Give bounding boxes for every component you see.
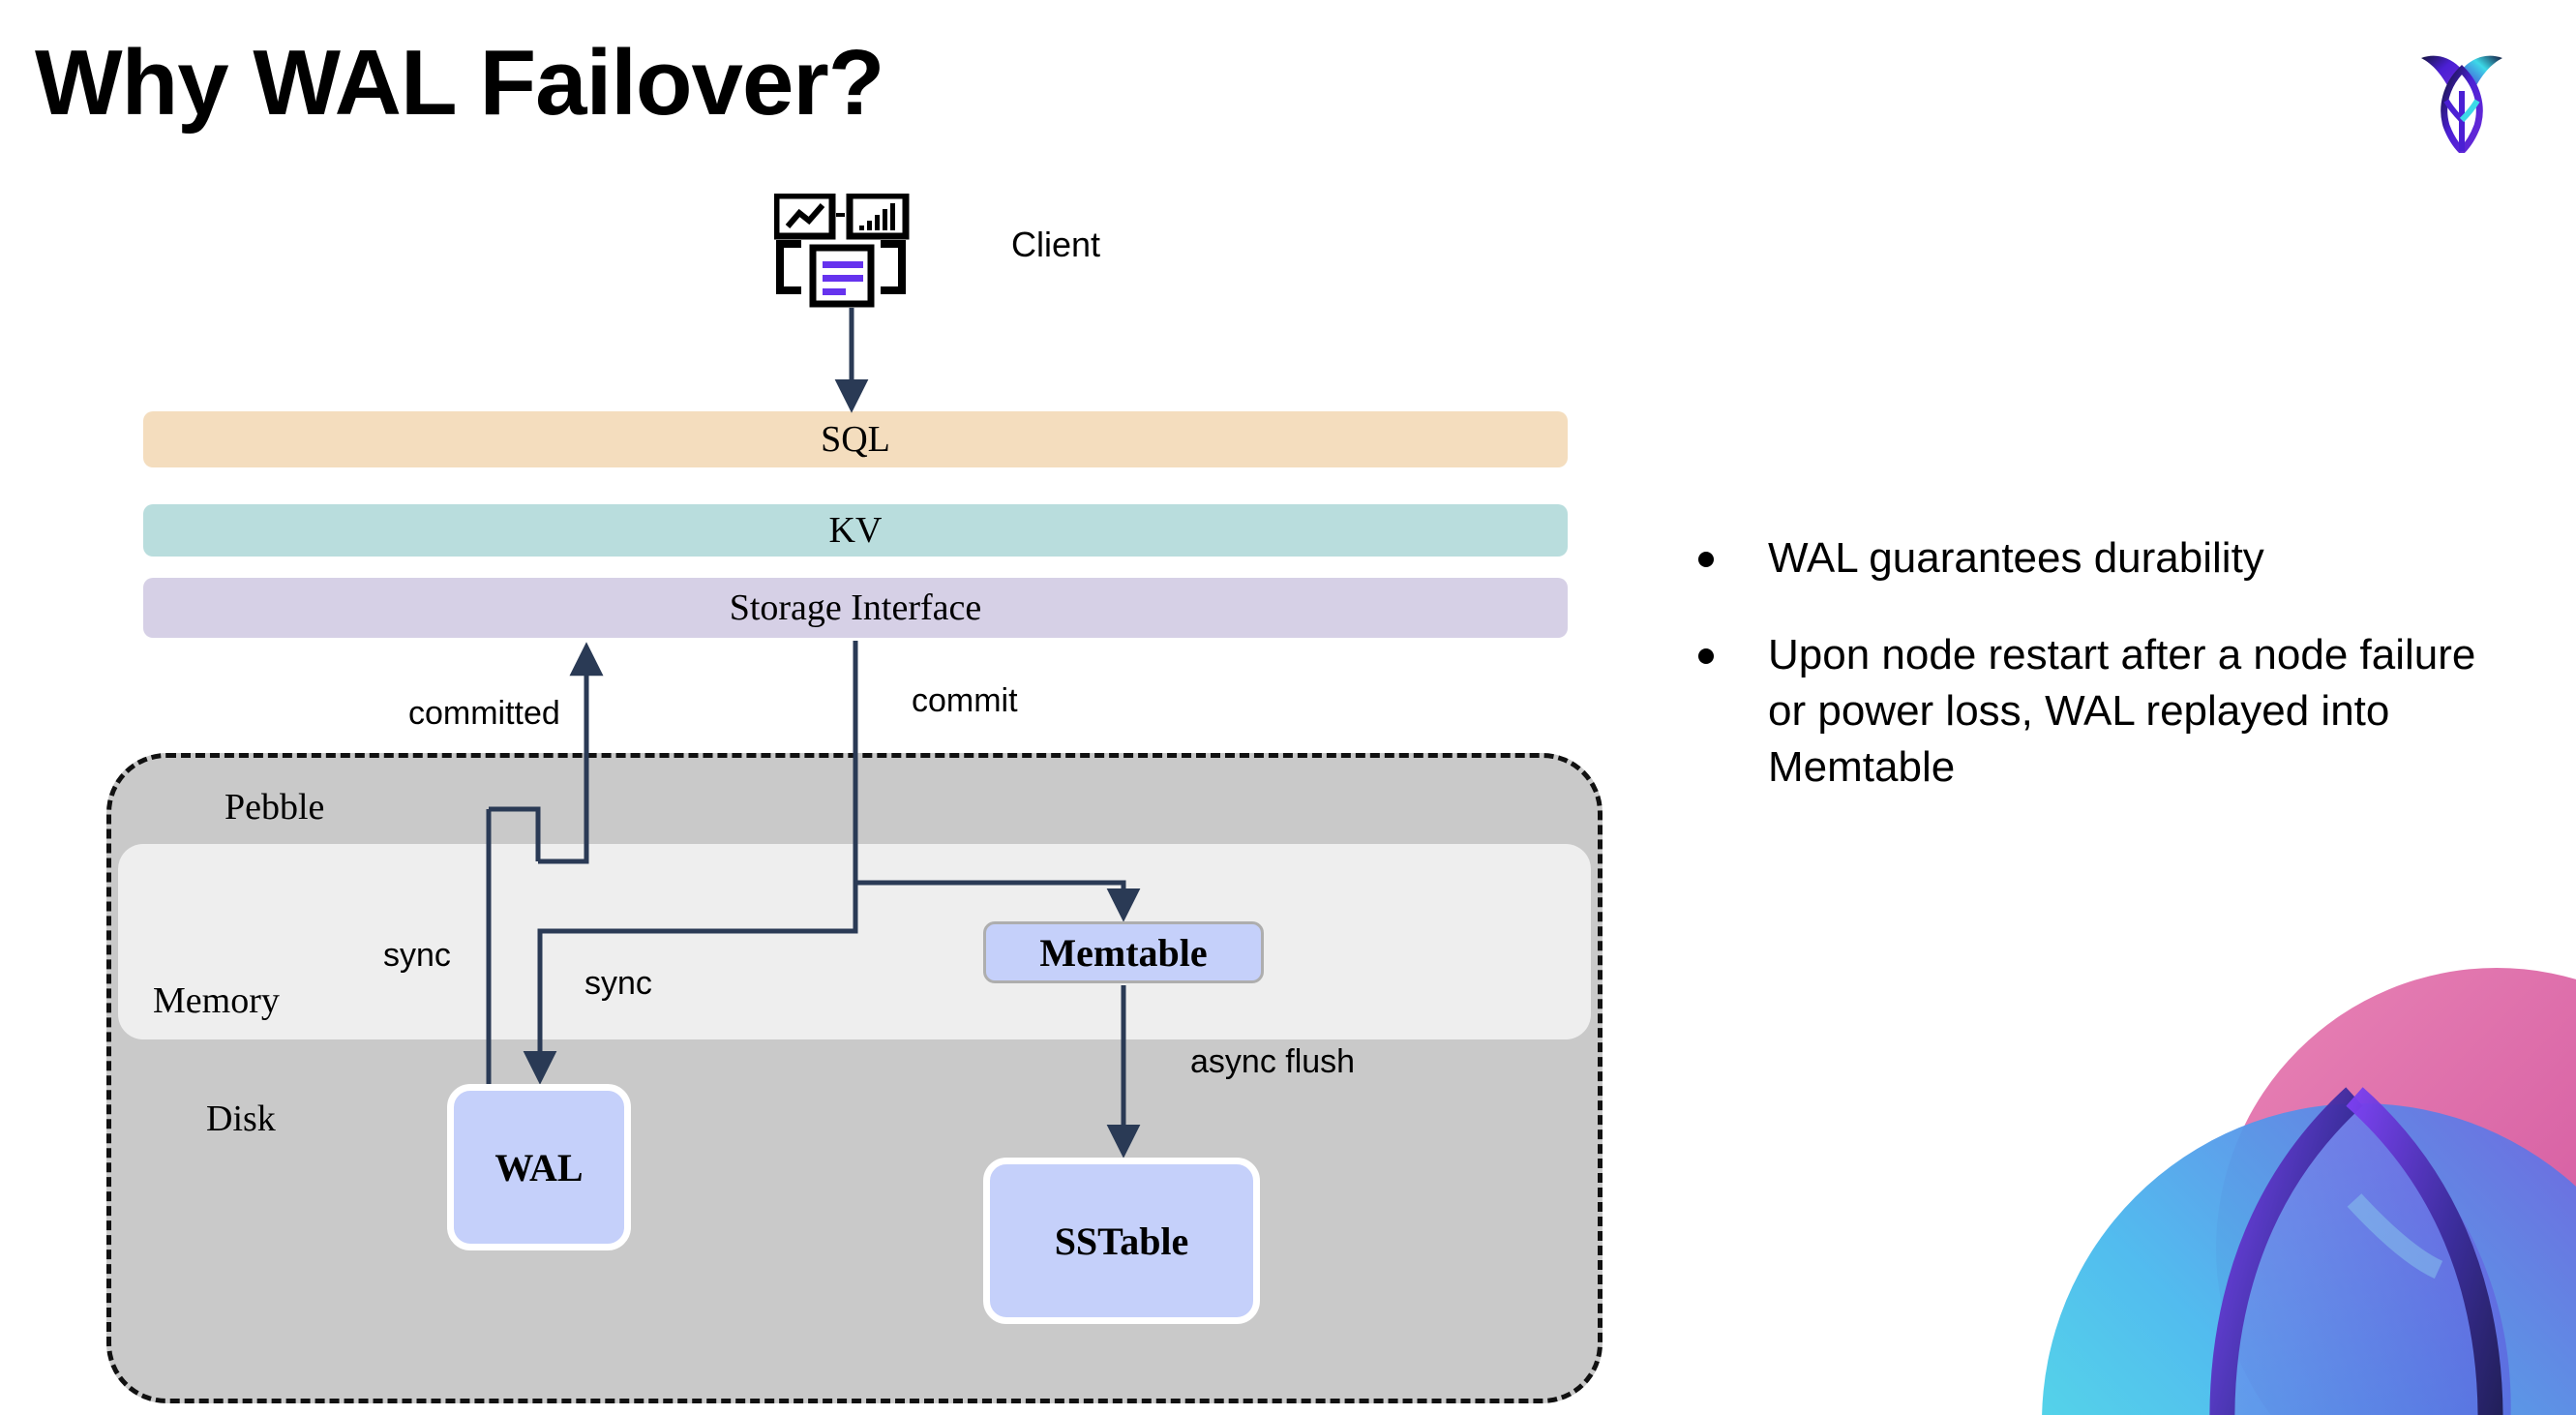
decorative-logo-watermark (1955, 919, 2576, 1415)
layer-bar-kv-label: KV (828, 510, 883, 551)
bullet-text: WAL guarantees durability (1768, 534, 2264, 582)
bullet-dot-icon (1698, 648, 1714, 665)
node-wal-label: WAL (494, 1145, 584, 1189)
cockroachdb-logo (2417, 41, 2506, 156)
page-title: Why WAL Failover? (35, 31, 884, 135)
node-memtable: Memtable (983, 921, 1264, 983)
disk-label: Disk (206, 1099, 276, 1139)
layer-bar-storage-interface: Storage Interface (143, 578, 1568, 638)
layer-bar-sql-label: SQL (821, 419, 890, 460)
node-memtable-label: Memtable (1039, 930, 1208, 975)
layer-bar-storage-label: Storage Interface (729, 587, 982, 628)
memory-label: Memory (153, 980, 280, 1021)
memory-region (118, 844, 1591, 1039)
edge-label-sync-1: sync (383, 937, 451, 974)
node-sstable: SSTable (983, 1158, 1260, 1324)
bullet-list: WAL guarantees durability Upon node rest… (1698, 530, 2501, 836)
edge-label-sync-2: sync (584, 965, 652, 1002)
edge-label-commit: commit (912, 682, 1018, 719)
list-item: Upon node restart after a node failure o… (1698, 627, 2501, 796)
layer-bar-sql: SQL (143, 411, 1568, 467)
node-wal: WAL (447, 1084, 631, 1250)
client-label: Client (1011, 225, 1101, 264)
bullet-text: Upon node restart after a node failure o… (1768, 631, 2476, 792)
layer-bar-kv: KV (143, 504, 1568, 557)
edge-label-async-flush: async flush (1190, 1043, 1356, 1080)
edge-label-committed: committed (408, 695, 560, 732)
node-sstable-label: SSTable (1054, 1219, 1189, 1263)
bullet-dot-icon (1698, 552, 1714, 567)
client-dashboard-icon (772, 192, 929, 310)
list-item: WAL guarantees durability (1698, 530, 2501, 587)
pebble-label: Pebble (225, 787, 325, 828)
